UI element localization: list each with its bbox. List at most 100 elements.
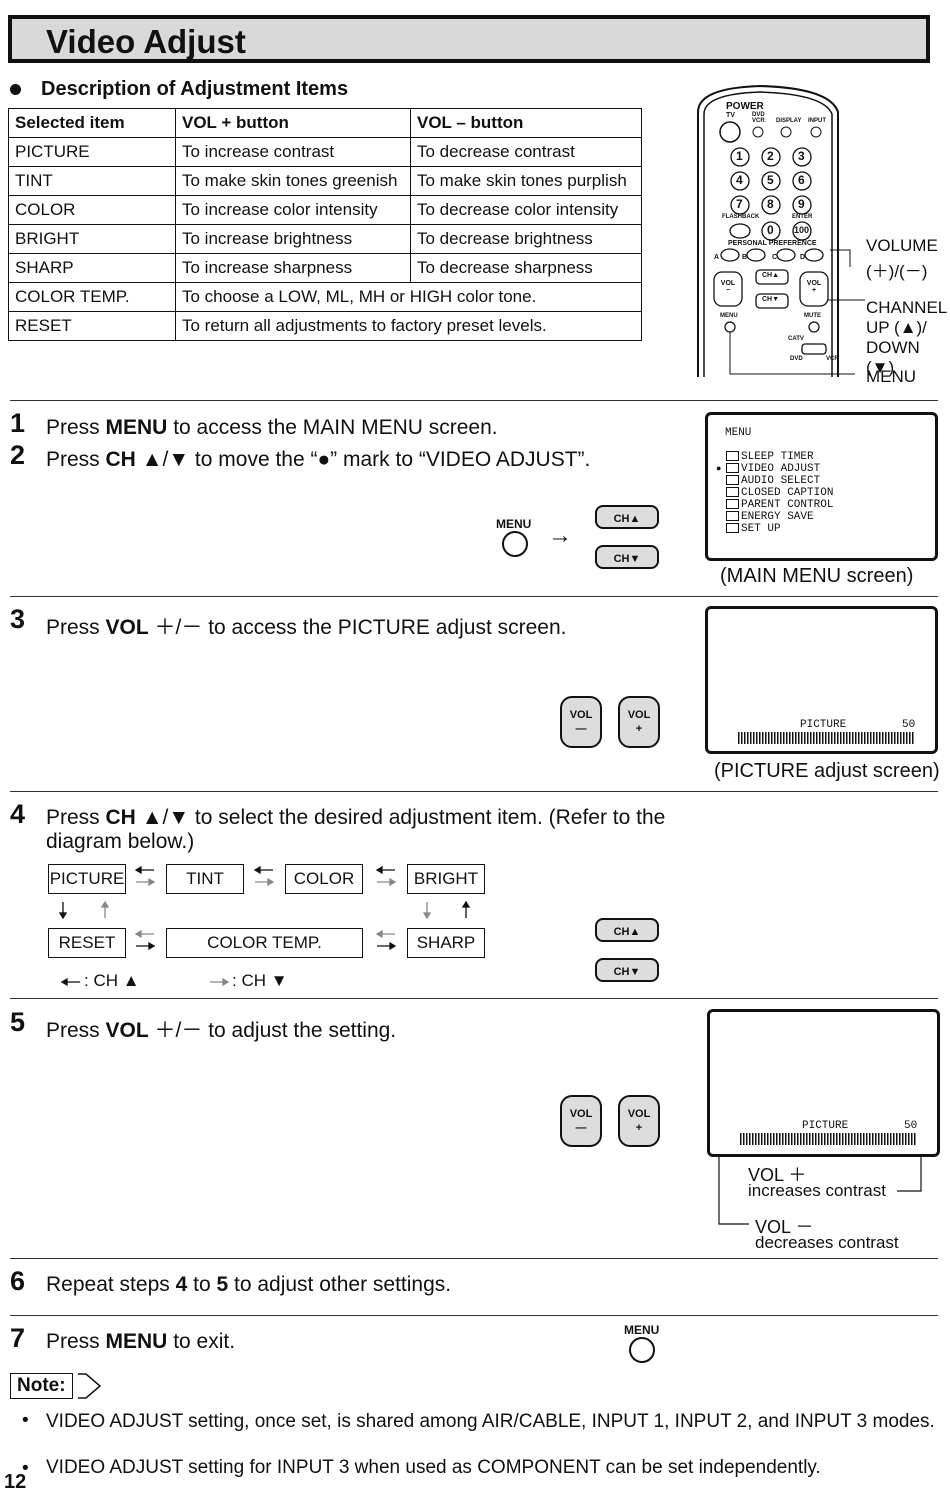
vol-plus-button[interactable]: VOL+ — [618, 696, 660, 748]
table-cell: COLOR — [8, 195, 176, 225]
selection-dot-icon: ● — [716, 464, 722, 474]
remote-pp-letter: D — [800, 254, 806, 261]
menu-button-label: MENU — [496, 517, 532, 531]
ch-down-button[interactable]: CH▼ — [595, 545, 659, 569]
table-cell: BRIGHT — [8, 224, 176, 254]
step-number: 7 — [10, 1323, 26, 1353]
cycle-item-picture: PICTURE — [48, 864, 126, 894]
remote-key: 6 — [798, 173, 805, 187]
remote-key: 9 — [798, 197, 805, 211]
menu-item-icon — [726, 463, 739, 474]
remote-vcr-label: VCR — [826, 356, 839, 362]
vol-plus-title: VOL ＋ — [748, 1165, 807, 1185]
picture-label: PICTURE — [800, 719, 847, 731]
table-header: VOL – button — [410, 108, 642, 138]
vol-plus-desc: increases contrast — [748, 1181, 886, 1200]
remote-pp-letter: C — [772, 254, 778, 261]
bullet-icon: • — [22, 1410, 29, 1431]
step-7-text: Press MENU to exit. — [46, 1330, 236, 1353]
menu-item-label: ENERGY SAVE — [741, 511, 814, 523]
step-1-text: Press MENU to access the MAIN MENU scree… — [46, 416, 498, 439]
divider — [10, 596, 938, 597]
legend-ch-down: : CH ▼ — [232, 971, 288, 990]
menu-list-item[interactable]: ● VIDEO ADJUST — [716, 463, 833, 475]
table-cell: To increase contrast — [175, 137, 411, 167]
table-cell: To increase brightness — [175, 224, 411, 254]
remote-dvd-label: DVD — [790, 356, 803, 362]
adjustment-table: Selected item VOL + button VOL – button … — [8, 108, 642, 341]
remote-flashback-label: FLASHBACK — [722, 214, 760, 220]
note-arrow-icon — [78, 1373, 102, 1399]
cycle-item-bright: BRIGHT — [407, 864, 485, 894]
cycle-item-color: COLOR — [285, 864, 363, 894]
vol-plus-button[interactable]: VOL+ — [618, 1095, 660, 1147]
remote-catv-label: CATV — [788, 336, 804, 342]
step5-picture-screen: PICTURE 50 — [707, 1009, 940, 1157]
bullet-icon: • — [22, 1458, 29, 1479]
step-number: 4 — [10, 799, 26, 829]
menu-item-label: AUDIO SELECT — [741, 475, 821, 487]
table-cell: To decrease contrast — [410, 137, 642, 167]
step-number: 1 — [10, 408, 26, 438]
menu-button-label: MENU — [624, 1323, 660, 1337]
remote-key: 1 — [736, 149, 743, 163]
picture-label: PICTURE — [802, 1120, 849, 1132]
table-cell: To make skin tones purplish — [410, 166, 642, 196]
remote-key: 2 — [767, 149, 774, 163]
menu-list-item[interactable]: AUDIO SELECT — [726, 475, 833, 487]
cycle-item-color-temp: COLOR TEMP. — [166, 928, 363, 958]
note-bullet-1: VIDEO ADJUST setting, once set, is share… — [46, 1411, 935, 1432]
callout-menu: MENU — [866, 367, 917, 386]
menu-item-label: VIDEO ADJUST — [741, 463, 821, 475]
callout-volume-sub: (＋)/(－) — [866, 262, 928, 281]
table-cell: COLOR TEMP. — [8, 282, 176, 312]
menu-list-item[interactable]: PARENT CONTROL — [726, 499, 833, 511]
menu-button[interactable] — [629, 1337, 655, 1363]
menu-item-icon — [726, 487, 739, 498]
remote-pp-letter: B — [742, 254, 748, 261]
ch-down-button[interactable]: CH▼ — [595, 958, 659, 982]
arrow-right-icon: → — [548, 522, 572, 549]
menu-screen-header: MENU — [725, 427, 752, 439]
remote-control: POWER TV DVD VCR DISPLAY INPUT 1 2 3 4 5… — [690, 82, 947, 386]
divider — [10, 998, 938, 999]
menu-button[interactable] — [502, 531, 528, 557]
section-subtitle: Description of Adjustment Items — [10, 78, 348, 101]
table-cell: RESET — [8, 311, 176, 341]
table-cell: To choose a LOW, ML, MH or HIGH color to… — [175, 282, 642, 312]
remote-pp-label: PERSONAL PREFERENCE — [728, 240, 817, 247]
remote-power-label: POWER — [726, 101, 764, 112]
ch-up-button[interactable]: CH▲ — [595, 918, 659, 942]
page-title: Video Adjust — [46, 23, 246, 60]
vol-minus-desc: decreases contrast — [755, 1233, 899, 1252]
divider — [10, 791, 938, 792]
ch-up-button[interactable]: CH▲ — [595, 505, 659, 529]
table-cell: To make skin tones greenish — [175, 166, 411, 196]
menu-item-icon — [726, 511, 739, 522]
remote-enter-label: ENTER — [792, 214, 813, 220]
legend-ch-up: : CH ▲ — [84, 971, 140, 990]
divider — [10, 400, 938, 401]
table-cell: To increase sharpness — [175, 253, 411, 283]
callout-volume: VOLUME — [866, 236, 938, 255]
divider — [10, 1258, 938, 1259]
table-cell: PICTURE — [8, 137, 176, 167]
bullet-icon — [10, 84, 21, 96]
menu-list-item[interactable]: SLEEP TIMER — [726, 451, 833, 463]
step-3-text: Press VOL ＋/－ to access the PICTURE adju… — [46, 616, 567, 639]
remote-menu-label: MENU — [720, 313, 738, 319]
vol-minus-button[interactable]: VOL— — [560, 696, 602, 748]
menu-list-item[interactable]: CLOSED CAPTION — [726, 487, 833, 499]
remote-key: 5 — [767, 173, 774, 187]
note-label: Note: — [10, 1373, 73, 1399]
menu-list-item[interactable]: SET UP — [726, 523, 833, 535]
vol-minus-button[interactable]: VOL— — [560, 1095, 602, 1147]
menu-list-item[interactable]: ENERGY SAVE — [726, 511, 833, 523]
table-cell: SHARP — [8, 253, 176, 283]
callout-channel: CHANNEL — [866, 298, 948, 317]
